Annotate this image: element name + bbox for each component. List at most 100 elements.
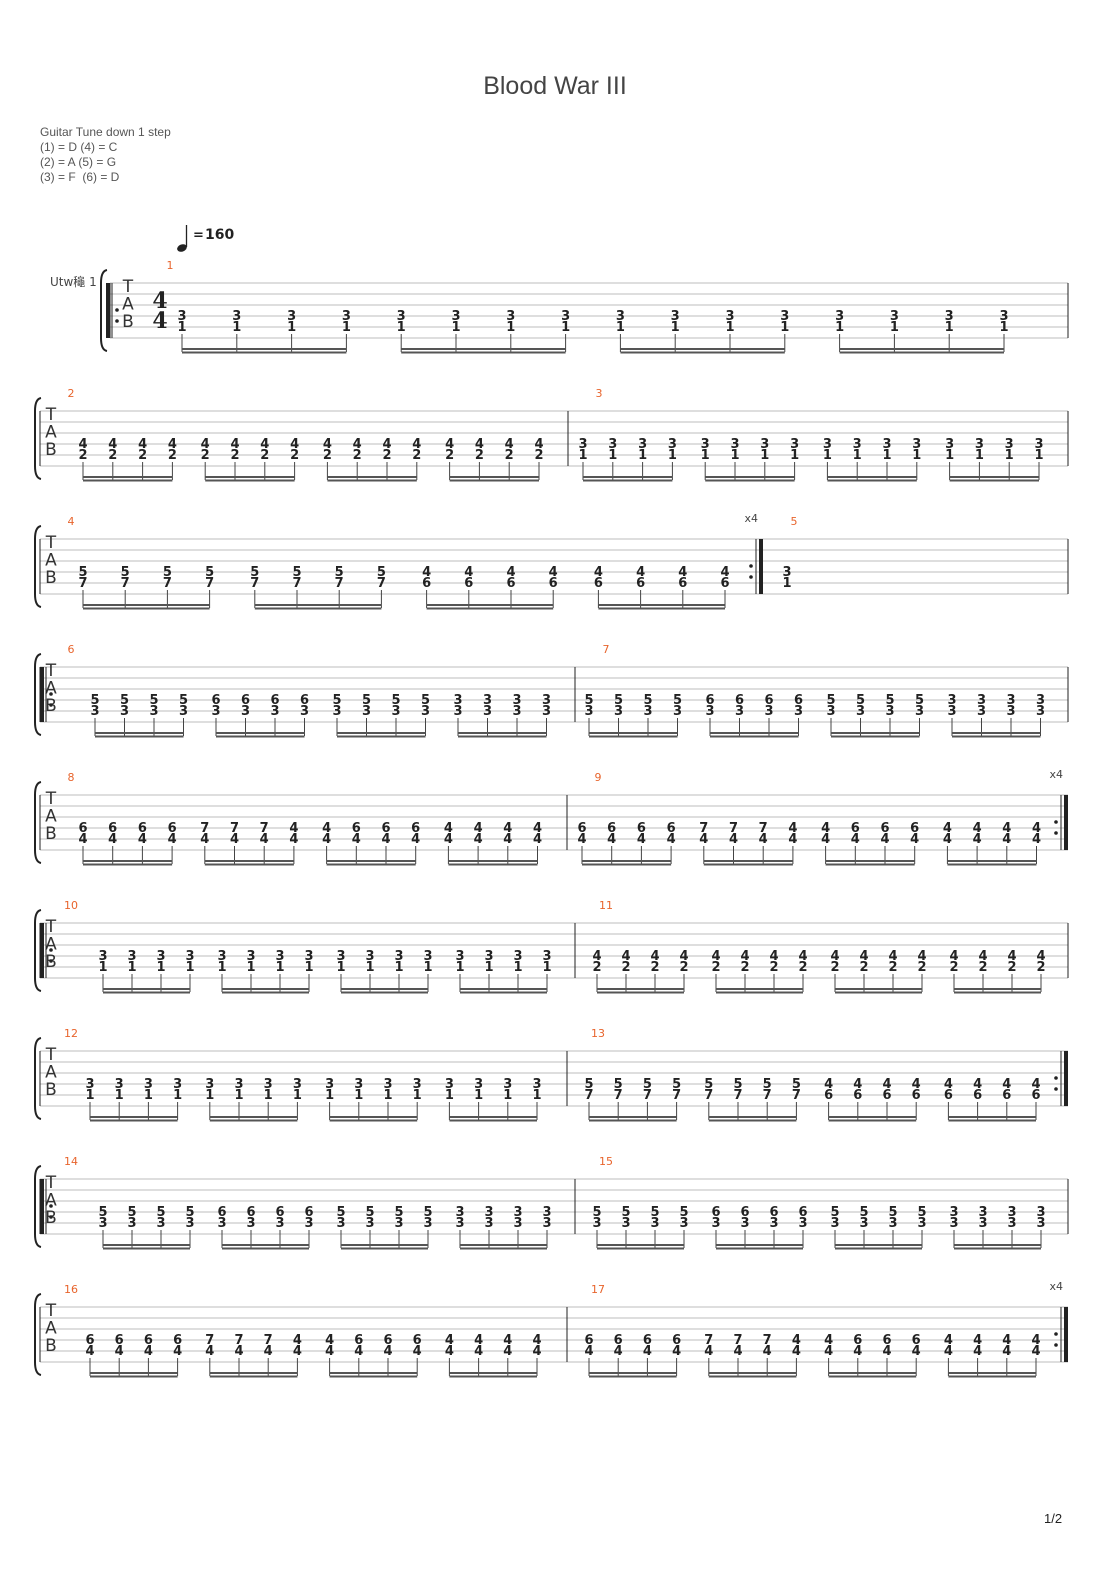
fret-number: 6 xyxy=(973,1088,982,1103)
fret-number: 6 xyxy=(711,1205,720,1220)
fret-number: 3 xyxy=(127,1216,136,1231)
fret-number: 4 xyxy=(325,1344,334,1359)
fret-number: 7 xyxy=(763,1088,772,1103)
fret-number: 5 xyxy=(792,1077,801,1092)
fret-number: 2 xyxy=(290,448,299,463)
fret-number: 3 xyxy=(977,693,986,708)
tab-clef-letter: T xyxy=(45,661,57,681)
fret-number: 3 xyxy=(205,1077,214,1092)
fret-number: 7 xyxy=(163,576,172,591)
fret-number: 4 xyxy=(138,832,147,847)
fret-number: 1 xyxy=(1034,448,1043,463)
fret-number: 4 xyxy=(944,1333,953,1348)
fret-number: 1 xyxy=(325,1088,334,1103)
fret-number: 1 xyxy=(365,960,374,975)
beam xyxy=(716,1244,803,1246)
fret-number: 4 xyxy=(853,1077,862,1092)
fret-number: 3 xyxy=(451,309,460,324)
fret-number: 7 xyxy=(704,1333,713,1348)
fret-number: 4 xyxy=(798,949,807,964)
measure-number: 12 xyxy=(64,1027,78,1040)
fret-number: 4 xyxy=(607,832,616,847)
fret-number: 5 xyxy=(332,693,341,708)
fret-number: 2 xyxy=(711,960,720,975)
fret-number: 5 xyxy=(127,1205,136,1220)
fret-number: 3 xyxy=(608,437,617,452)
fret-number: 3 xyxy=(1007,1216,1016,1231)
beam xyxy=(83,860,173,862)
fret-number: 4 xyxy=(381,832,390,847)
fret-number: 4 xyxy=(679,949,688,964)
fret-number: 7 xyxy=(672,1088,681,1103)
beam xyxy=(254,604,382,606)
fret-number: 3 xyxy=(275,1216,284,1231)
fret-number: 3 xyxy=(578,437,587,452)
measure-number: 5 xyxy=(791,515,798,528)
beam xyxy=(947,863,1037,866)
page-number: 1/2 xyxy=(1044,1511,1063,1526)
fret-number: 2 xyxy=(505,448,514,463)
beam xyxy=(954,991,1041,994)
beam xyxy=(449,1119,537,1122)
fret-number: 3 xyxy=(156,1216,165,1231)
fret-number: 1 xyxy=(835,320,844,335)
fret-number: 5 xyxy=(292,565,301,580)
beam xyxy=(831,732,920,734)
fret-number: 5 xyxy=(78,565,87,580)
fret-number: 3 xyxy=(506,309,515,324)
fret-number: 1 xyxy=(782,576,791,591)
fret-number: 6 xyxy=(383,1333,392,1348)
fret-number: 1 xyxy=(760,448,769,463)
fret-number: 3 xyxy=(949,1205,958,1220)
fret-number: 4 xyxy=(1036,949,1045,964)
beam xyxy=(329,1116,418,1118)
fret-number: 5 xyxy=(377,565,386,580)
measure-number: 4 xyxy=(68,515,75,528)
fret-number: 7 xyxy=(729,821,738,836)
fret-number: 1 xyxy=(445,1088,454,1103)
repeat-dot xyxy=(1054,1343,1058,1347)
beam xyxy=(216,735,305,738)
fret-number: 6 xyxy=(798,1205,807,1220)
fret-number: 4 xyxy=(1031,1077,1040,1092)
fret-number: 4 xyxy=(289,832,298,847)
beam xyxy=(449,479,539,482)
fret-number: 1 xyxy=(287,320,296,335)
beam xyxy=(449,1375,537,1378)
fret-number: 4 xyxy=(503,1344,512,1359)
fret-number: 4 xyxy=(354,1344,363,1359)
fret-number: 1 xyxy=(156,960,165,975)
beam xyxy=(326,860,416,862)
fret-number: 3 xyxy=(740,1216,749,1231)
fret-number: 2 xyxy=(138,448,147,463)
beam xyxy=(589,1119,677,1122)
fret-number: 3 xyxy=(782,565,791,580)
fret-number: 6 xyxy=(880,821,889,836)
fret-number: 6 xyxy=(422,576,431,591)
fret-number: 5 xyxy=(672,1077,681,1092)
tab-clef-letter: T xyxy=(45,1173,57,1193)
fret-number: 3 xyxy=(85,1077,94,1092)
fret-number: 5 xyxy=(584,693,593,708)
repeat-dot xyxy=(49,1215,53,1219)
fret-number: 7 xyxy=(699,821,708,836)
fret-number: 3 xyxy=(185,949,194,964)
fret-number: 4 xyxy=(1031,1333,1040,1348)
fret-number: 1 xyxy=(853,448,862,463)
fret-number: 7 xyxy=(250,576,259,591)
fret-number: 6 xyxy=(115,1333,124,1348)
fret-number: 7 xyxy=(264,1333,273,1348)
fret-number: 4 xyxy=(910,832,919,847)
tab-clef-letter: B xyxy=(45,1080,57,1100)
beam xyxy=(449,1116,537,1118)
fret-number: 2 xyxy=(534,448,543,463)
fret-number: 3 xyxy=(98,949,107,964)
fret-number: 4 xyxy=(260,832,269,847)
fret-number: 4 xyxy=(792,1344,801,1359)
tuning-line-3: (3) = F (6) = D xyxy=(40,170,120,184)
